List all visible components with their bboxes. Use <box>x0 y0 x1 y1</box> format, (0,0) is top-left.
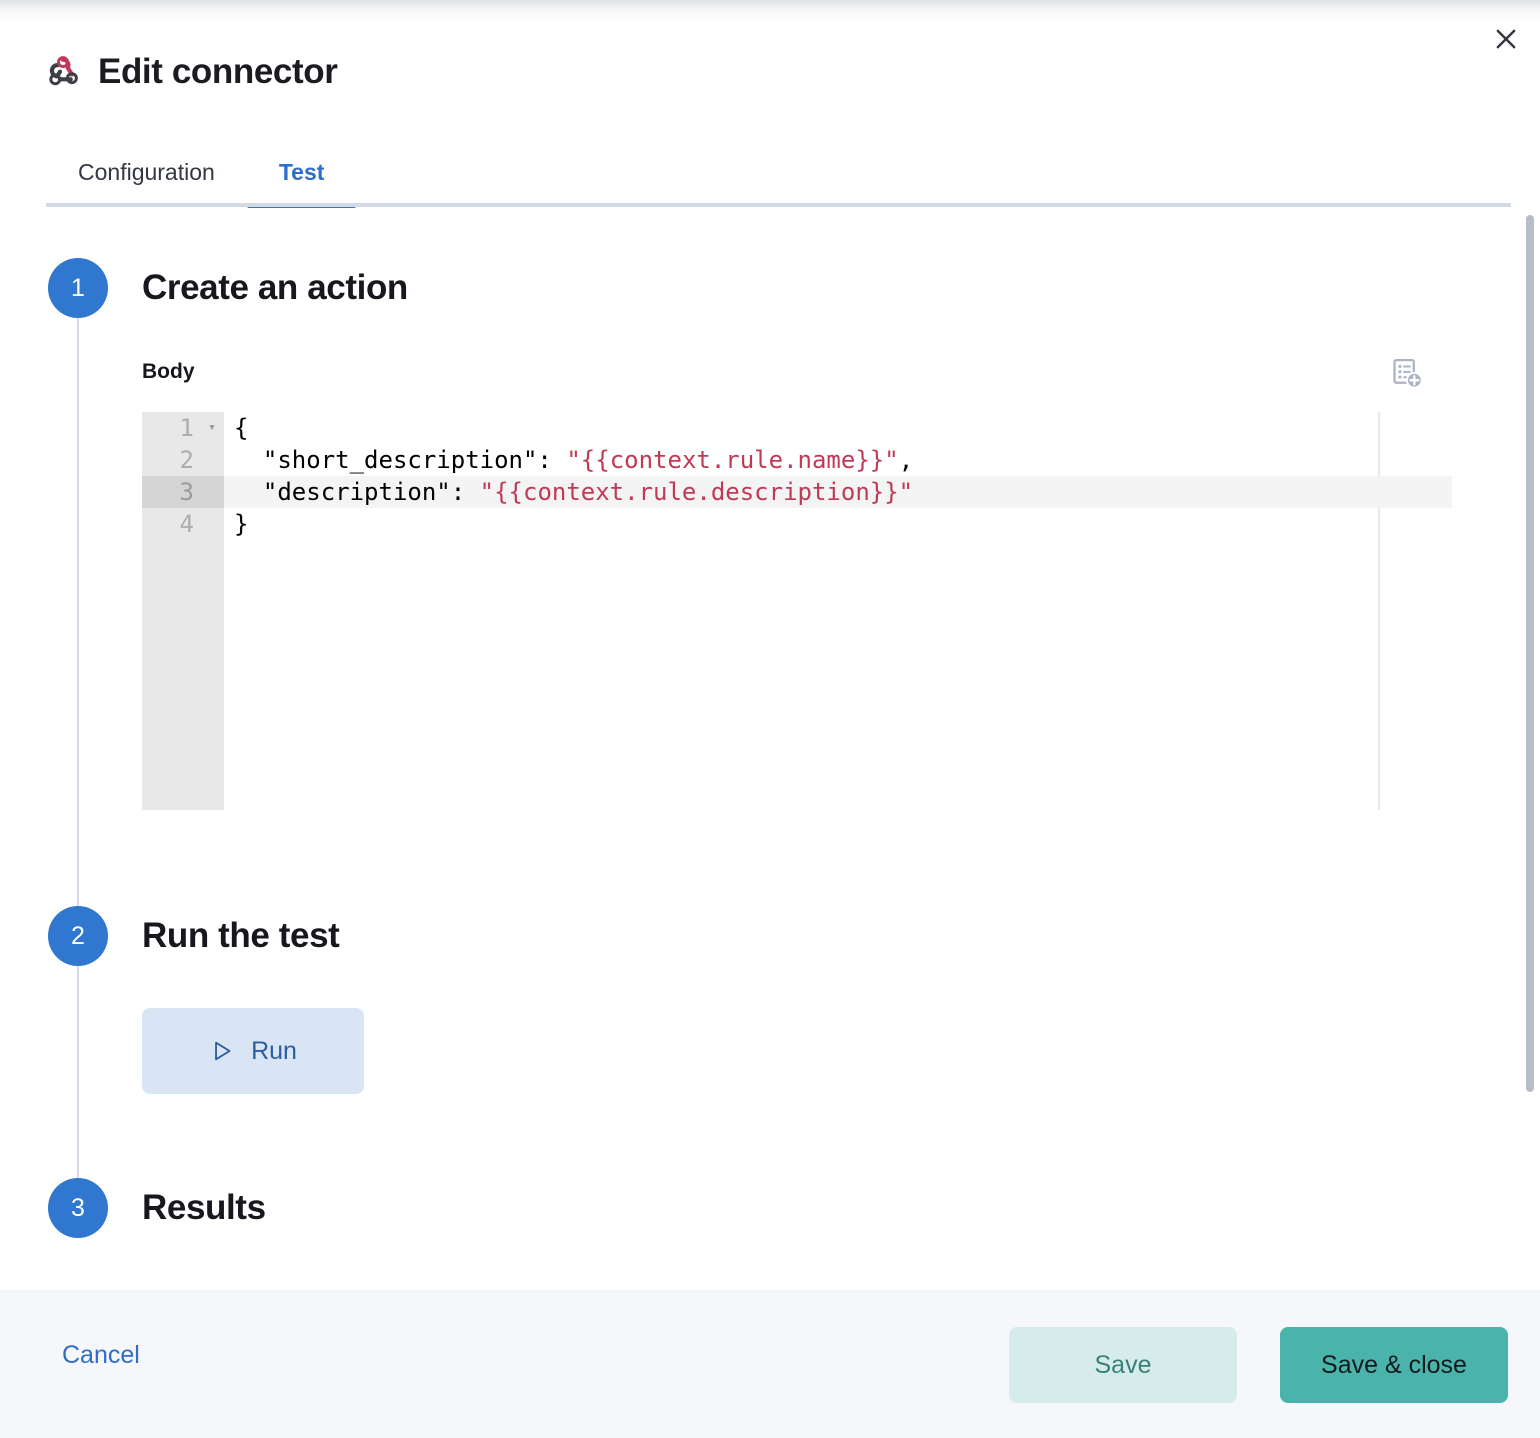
step-connector-line-2 <box>77 966 79 1178</box>
gutter-line-3[interactable]: 3 <box>142 476 224 508</box>
cancel-button[interactable]: Cancel <box>62 1341 140 1369</box>
flyout-header: Edit connector Configuration Test <box>0 0 1540 208</box>
gutter-line-1[interactable]: 1 <box>179 414 194 442</box>
webhook-icon <box>49 56 78 86</box>
save-and-close-button[interactable]: Save & close <box>1280 1327 1508 1403</box>
print-margin-line <box>1378 412 1380 810</box>
step-number-2: 2 <box>48 906 108 966</box>
step-title-2: Run the test <box>142 916 340 955</box>
body-scrollbar-thumb[interactable] <box>1526 215 1534 1092</box>
editor-gutter: 1 ▾ 2 3 4 <box>142 412 224 810</box>
body-code-editor[interactable]: 1 ▾ 2 3 4 { "short_description": "{{cont… <box>142 412 1452 810</box>
code-token: } <box>234 510 249 538</box>
step-title-1: Create an action <box>142 268 408 307</box>
run-button[interactable]: Run <box>142 1008 364 1094</box>
code-token: "short_description": <box>234 446 567 474</box>
code-line-3: "description": "{{context.rule.descripti… <box>234 476 913 508</box>
code-token: "description": <box>234 478 480 506</box>
tab-configuration[interactable]: Configuration <box>46 159 247 208</box>
code-token: , <box>898 446 914 474</box>
fold-arrow-icon[interactable]: ▾ <box>208 420 216 435</box>
step-number-3: 3 <box>48 1178 108 1238</box>
run-button-label: Run <box>251 1036 297 1065</box>
close-icon[interactable] <box>1486 19 1526 59</box>
play-icon <box>215 1041 231 1061</box>
step-number-1: 1 <box>48 258 108 318</box>
add-variable-icon[interactable] <box>1387 354 1427 394</box>
active-line-highlight <box>224 476 1452 508</box>
code-token: { <box>234 414 249 442</box>
code-line-2: "short_description": "{{context.rule.nam… <box>234 444 913 476</box>
flyout-body: 1 Create an action Body <box>0 208 1540 1290</box>
step-title-3: Results <box>142 1188 266 1227</box>
code-line-1: { <box>234 412 248 444</box>
body-field-group: Body <box>142 358 1452 810</box>
gutter-line-4[interactable]: 4 <box>179 510 194 538</box>
gutter-line-2[interactable]: 2 <box>179 446 194 474</box>
code-token: "{{context.rule.description}}" <box>479 478 914 506</box>
tab-bar-underline <box>46 203 1511 207</box>
tab-test[interactable]: Test <box>246 159 357 208</box>
flyout-footer: Cancel Save Save & close <box>0 1290 1540 1438</box>
page-title: Edit connector <box>98 51 338 91</box>
save-button[interactable]: Save <box>1009 1327 1237 1403</box>
body-scrollbar[interactable] <box>1526 208 1534 1290</box>
step-connector-line-1 <box>77 318 79 906</box>
tab-bar: Configuration Test <box>46 130 357 208</box>
code-line-4: } <box>234 508 248 540</box>
code-token: "{{context.rule.name}}" <box>566 446 899 474</box>
body-field-label: Body <box>142 360 195 383</box>
title-row: Edit connector <box>44 51 338 91</box>
